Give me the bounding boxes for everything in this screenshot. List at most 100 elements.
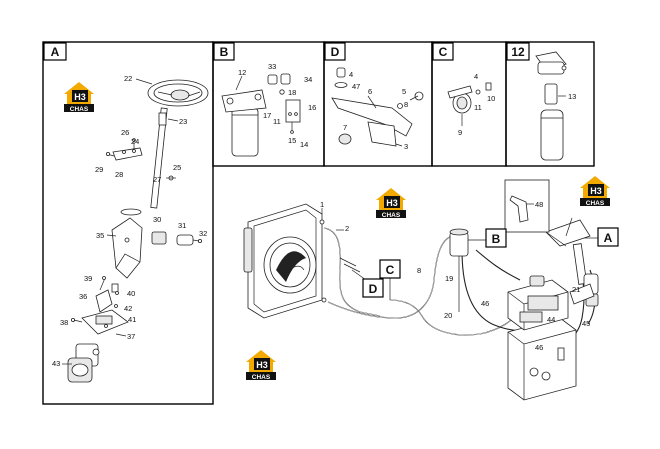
watermark-logo: H3 CHAS [376,188,406,219]
tag-d: D [351,269,384,298]
callout-47: 47 [352,82,360,91]
panel-12-frame [505,41,595,167]
callout-24: 24 [131,137,139,146]
svg-text:H3: H3 [74,92,86,102]
cartridge-assembly [535,51,567,161]
bushing [151,231,167,245]
cooler-radiator [243,203,327,319]
lower-bracket [367,121,397,147]
callout-38: 38 [60,318,68,327]
svg-text:CHAS: CHAS [586,200,605,207]
callout-18: 18 [288,88,296,97]
callout-12: 12 [238,68,246,77]
callout-32: 32 [199,229,207,238]
pivot-pin [176,234,194,246]
lower-link [95,289,113,313]
svg-text:C: C [439,45,448,59]
clamp-assembly [447,82,492,114]
detail-48 [504,179,567,247]
callout-17: 17 [263,111,271,120]
callout-31: 31 [178,221,186,230]
panel-12-label: 12 [506,42,530,61]
callout-11: 11 [273,117,281,126]
control-valve-block [507,275,577,401]
main-steering-column [545,217,599,307]
mounting-bracket [111,217,143,279]
callout-21: 21 [572,285,580,294]
tag-b: B [468,228,507,248]
callout-44: 44 [547,315,555,324]
callout-36: 36 [79,292,87,301]
callout-19: 19 [445,274,453,283]
callout-41: 41 [128,315,136,324]
callout-8: 8 [404,100,408,109]
main-steering-wheel [545,219,591,247]
callout-2: 2 [345,224,349,233]
svg-text:H3: H3 [386,198,398,208]
panel-12-callouts: 13 [558,92,576,101]
callout-46-lower: 46 [535,343,543,352]
svg-text:D: D [331,45,340,59]
panel-d-callouts: 4 47 6 5 7 8 3 [343,70,408,151]
panel-b-callouts: 12 33 34 18 17 11 16 15 14 [235,62,316,149]
callout-45: 45 [582,319,590,328]
callout-14: 14 [300,140,308,149]
panel-c-label: C [432,42,454,61]
callout-25: 25 [173,163,181,172]
callout-39: 39 [84,274,92,283]
callout-13: 13 [568,92,576,101]
watermark-logos: H3 CHAS H3 CHAS H3 CHAS H3 CHAS [64,82,610,381]
svg-text:B: B [492,232,501,246]
callout-9: 9 [458,128,462,137]
filter-assembly [221,73,301,157]
bracket-assembly [331,67,424,147]
inline-filter [449,228,469,312]
callout-15: 15 [288,136,296,145]
bracket-plate [112,147,143,161]
svg-text:B: B [220,45,229,59]
callout-3: 3 [404,142,408,151]
panel-a-callouts: 22 23 26 24 29 28 25 27 30 31 35 32 39 4… [52,74,207,368]
main-callouts: 1 2 8 19 48 21 46 44 45 20 46 [320,200,590,352]
callout-26: 26 [121,128,129,137]
tag-a: A [584,227,619,247]
callout-27: 27 [153,175,161,184]
watermark-logo: H3 CHAS [64,82,94,113]
panel-b-label: B [213,42,235,61]
callout-46: 46 [481,299,489,308]
watermark-logo: H3 CHAS [580,176,610,207]
svg-text:D: D [369,282,378,296]
svg-text:A: A [604,231,613,245]
steering-shaft [150,107,168,209]
column-flange [120,208,142,216]
callout-23: 23 [179,117,187,126]
callout-20: 20 [444,311,452,320]
callout-5: 5 [402,87,406,96]
panel-c-callouts: 4 10 11 9 [458,72,495,137]
steering-column-assembly [67,79,209,383]
callout-35: 35 [96,231,104,240]
callout-7: 7 [343,123,347,132]
callout-48: 48 [535,200,543,209]
shaft-collar [158,112,167,126]
callout-40: 40 [127,289,135,298]
callout-10: 10 [487,94,495,103]
callout-28: 28 [115,170,123,179]
svg-text:H3: H3 [256,360,268,370]
svg-text:C: C [386,263,395,277]
panel-a-frame [42,41,214,405]
callout-1: 1 [320,200,324,209]
callout-29: 29 [95,165,103,174]
svg-text:H3: H3 [590,186,602,196]
filter-bracket [285,99,301,123]
svg-text:CHAS: CHAS [70,106,89,113]
callout-37: 37 [127,332,135,341]
callout-d-4: 4 [349,70,353,79]
svg-text:CHAS: CHAS [382,212,401,219]
callout-42: 42 [124,304,132,313]
callout-16: 16 [308,103,316,112]
callout-30: 30 [153,215,161,224]
svg-text:CHAS: CHAS [252,374,271,381]
panel-a-label: A [43,42,67,61]
